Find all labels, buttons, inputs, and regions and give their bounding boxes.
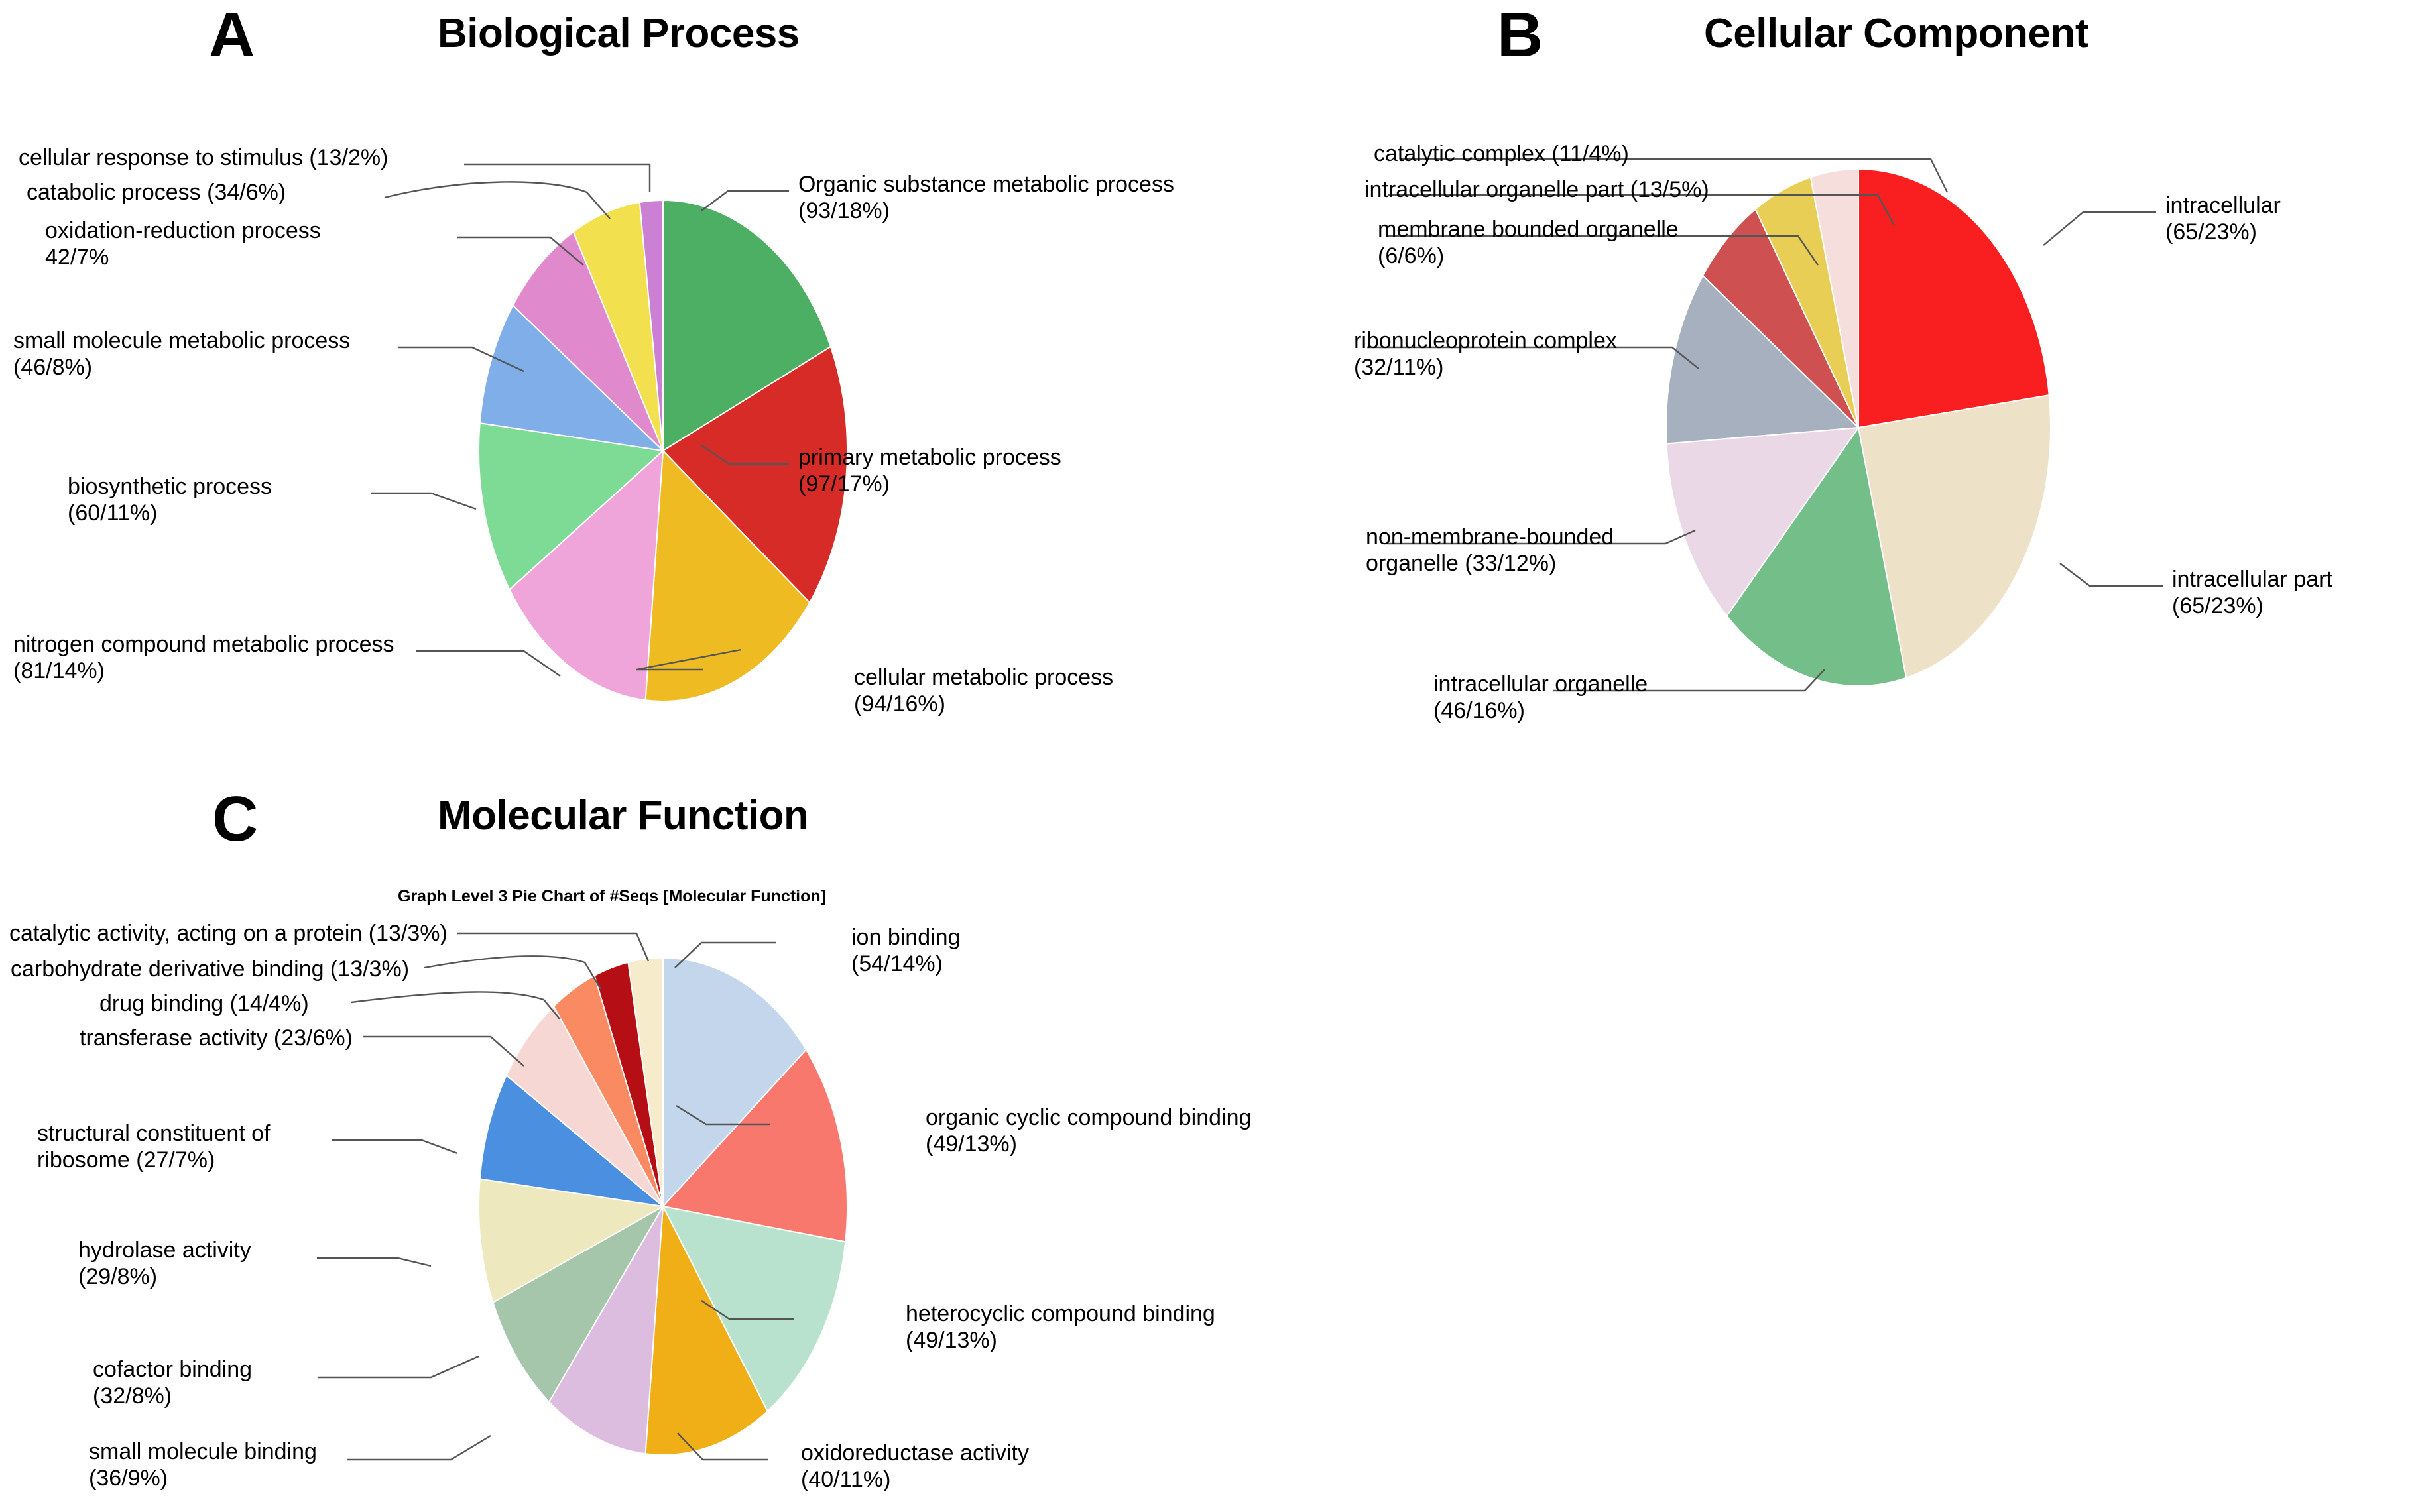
label-biosynthetic-process-line1: biosynthetic process bbox=[68, 474, 272, 499]
label-cofactor-binding-line1: cofactor binding bbox=[93, 1357, 253, 1382]
pie-slice bbox=[1857, 394, 2051, 679]
label-ribonucleoprotein-complex-line1: ribonucleoprotein complex bbox=[1354, 328, 1617, 353]
label-small-molecule-binding-line2: (36/9%) bbox=[89, 1466, 168, 1491]
pie-slice bbox=[662, 345, 848, 604]
pie-slice bbox=[509, 449, 664, 701]
label-heterocyclic-compound-binding-line2: (49/13%) bbox=[906, 1328, 997, 1354]
label-primary-metabolic-process: primary metabolic process (97/17%) bbox=[798, 444, 1061, 497]
label-small-molecule-metabolic-process-line1: small molecule metabolic process bbox=[13, 328, 351, 353]
label-hydrolase-activity-line1: hydrolase activity bbox=[78, 1238, 251, 1263]
label-catalytic-activity-acting-on-a-protein: catalytic activity, acting on a protein … bbox=[9, 921, 448, 946]
label-biosynthetic-process-line2: (60/11%) bbox=[68, 500, 158, 526]
label-small-molecule-binding-line1: small molecule binding bbox=[89, 1439, 317, 1464]
label-ion-binding-line1: ion binding bbox=[851, 925, 961, 950]
label-hydrolase-activity-line2: (29/8%) bbox=[78, 1264, 158, 1290]
label-heterocyclic-compound-binding-line1: heterocyclic compound binding bbox=[906, 1301, 1215, 1326]
label-membrane-bounded-organelle: membrane bounded organelle (6/6%) bbox=[1378, 216, 1679, 269]
label-organic-cyclic-compound-binding: organic cyclic compound binding (49/13%) bbox=[926, 1104, 1251, 1157]
label-cofactor-binding-line2: (32/8%) bbox=[93, 1383, 172, 1409]
label-intracellular-part-line2: (65/23%) bbox=[2172, 593, 2264, 619]
label-intracellular: intracellular (65/23%) bbox=[2165, 192, 2281, 245]
label-ion-binding: ion binding (54/14%) bbox=[851, 924, 960, 977]
label-cellular-response-to-stimulus: cellular response to stimulus (13/2%) bbox=[19, 145, 389, 170]
pie-slice bbox=[548, 1206, 664, 1455]
label-organic-substance-metabolic-process-line2: (93/18%) bbox=[798, 198, 890, 224]
label-nitrogen-compound-metabolic-process-line2: (81/14%) bbox=[13, 658, 105, 684]
label-ribonucleoprotein-complex: ribonucleoprotein complex (32/11%) bbox=[1354, 327, 1617, 380]
panel-title-molecular-function: Molecular Function bbox=[438, 793, 809, 839]
label-hydrolase-activity: hydrolase activity (29/8%) bbox=[78, 1237, 251, 1290]
label-intracellular-organelle-line2: (46/16%) bbox=[1433, 698, 1525, 724]
pie-slice bbox=[638, 199, 664, 451]
label-structural-constituent-of-ribosome: structural constituent of ribosome (27/7… bbox=[37, 1120, 271, 1173]
pie-slice bbox=[662, 199, 832, 452]
label-organic-cyclic-compound-binding-line1: organic cyclic compound binding bbox=[926, 1105, 1252, 1130]
panel-subtitle-molecular-function: Graph Level 3 Pie Chart of #Seqs [Molecu… bbox=[398, 887, 826, 905]
panel-letter-c: C bbox=[212, 784, 258, 854]
label-ribonucleoprotein-complex-line2: (32/11%) bbox=[1354, 355, 1444, 380]
label-intracellular-line1: intracellular bbox=[2165, 193, 2281, 218]
label-organic-cyclic-compound-binding-line2: (49/13%) bbox=[926, 1132, 1017, 1157]
label-primary-metabolic-process-line1: primary metabolic process bbox=[798, 445, 1061, 470]
label-intracellular-organelle: intracellular organelle (46/16%) bbox=[1433, 671, 1648, 724]
label-oxidoreductase-activity: oxidoreductase activity (40/11%) bbox=[801, 1440, 1029, 1493]
label-cellular-metabolic-process: cellular metabolic process (94/16%) bbox=[854, 664, 1113, 717]
label-intracellular-organelle-part: intracellular organelle part (13/5%) bbox=[1364, 177, 1709, 202]
label-oxidation-reduction-process: oxidation-reduction process 42/7% bbox=[45, 217, 321, 270]
label-catalytic-complex: catalytic complex (11/4%) bbox=[1374, 141, 1629, 166]
label-cofactor-binding: cofactor binding (32/8%) bbox=[93, 1356, 252, 1409]
label-intracellular-part: intracellular part (65/23%) bbox=[2172, 566, 2332, 619]
label-intracellular-organelle-line1: intracellular organelle bbox=[1433, 671, 1648, 697]
panel-title-cellular-component: Cellular Component bbox=[1704, 11, 2089, 56]
label-organic-substance-metabolic-process: Organic substance metabolic process (93/… bbox=[798, 171, 1174, 224]
label-oxidoreductase-activity-line2: (40/11%) bbox=[801, 1467, 891, 1493]
label-organic-substance-metabolic-process-line1: Organic substance metabolic process bbox=[798, 172, 1174, 197]
pie-slice bbox=[478, 422, 665, 591]
pie-slice bbox=[662, 1048, 848, 1243]
label-non-membrane-bounded-organelle-line1: non-membrane-bounded bbox=[1366, 524, 1614, 550]
label-catabolic-process: catabolic process (34/6%) bbox=[27, 180, 286, 205]
label-cellular-metabolic-process-line1: cellular metabolic process bbox=[854, 665, 1114, 690]
label-primary-metabolic-process-line2: (97/17%) bbox=[798, 471, 890, 497]
label-structural-constituent-of-ribosome-line2: ribosome (27/7%) bbox=[37, 1147, 215, 1173]
panel-title-biological-process: Biological Process bbox=[438, 11, 800, 56]
label-carbohydrate-derivative-binding: carbohydrate derivative binding (13/3%) bbox=[11, 957, 410, 982]
label-small-molecule-binding: small molecule binding (36/9%) bbox=[89, 1438, 317, 1491]
pie-slice bbox=[1858, 168, 2050, 429]
label-membrane-bounded-organelle-line2: (6/6%) bbox=[1378, 243, 1445, 269]
pie-slice bbox=[479, 1074, 666, 1208]
label-nitrogen-compound-metabolic-process-line1: nitrogen compound metabolic process bbox=[13, 632, 394, 657]
label-cellular-metabolic-process-line2: (94/16%) bbox=[854, 691, 945, 717]
label-small-molecule-metabolic-process: small molecule metabolic process (46/8%) bbox=[13, 327, 350, 380]
label-heterocyclic-compound-binding: heterocyclic compound binding (49/13%) bbox=[906, 1301, 1215, 1354]
pie-slice bbox=[644, 449, 811, 702]
label-oxidoreductase-activity-line1: oxidoreductase activity bbox=[801, 1440, 1029, 1466]
panel-letter-b: B bbox=[1497, 0, 1543, 70]
label-transferase-activity: transferase activity (23/6%) bbox=[80, 1025, 353, 1051]
label-ion-binding-line2: (54/14%) bbox=[851, 951, 943, 977]
label-structural-constituent-of-ribosome-line1: structural constituent of bbox=[37, 1121, 271, 1146]
pie-slice bbox=[492, 1204, 665, 1403]
label-intracellular-line2: (65/23%) bbox=[2165, 219, 2257, 245]
pie-slice bbox=[478, 1178, 666, 1304]
pie-chart-biological-process bbox=[478, 199, 848, 702]
label-membrane-bounded-organelle-line1: membrane bounded organelle bbox=[1378, 217, 1679, 242]
label-oxidation-reduction-process-line1: oxidation-reduction process bbox=[45, 218, 321, 243]
panel-letter-a: A bbox=[209, 0, 255, 70]
label-nitrogen-compound-metabolic-process: nitrogen compound metabolic process (81/… bbox=[13, 631, 394, 684]
label-non-membrane-bounded-organelle: non-membrane-bounded organelle (33/12%) bbox=[1366, 524, 1614, 577]
label-non-membrane-bounded-organelle-line2: organelle (33/12%) bbox=[1366, 551, 1557, 577]
label-biosynthetic-process: biosynthetic process (60/11%) bbox=[68, 473, 272, 526]
label-oxidation-reduction-process-line2: 42/7% bbox=[45, 245, 109, 270]
label-intracellular-part-line1: intracellular part bbox=[2172, 567, 2332, 592]
label-small-molecule-metabolic-process-line2: (46/8%) bbox=[13, 355, 93, 380]
label-drug-binding: drug binding (14/4%) bbox=[99, 991, 309, 1016]
